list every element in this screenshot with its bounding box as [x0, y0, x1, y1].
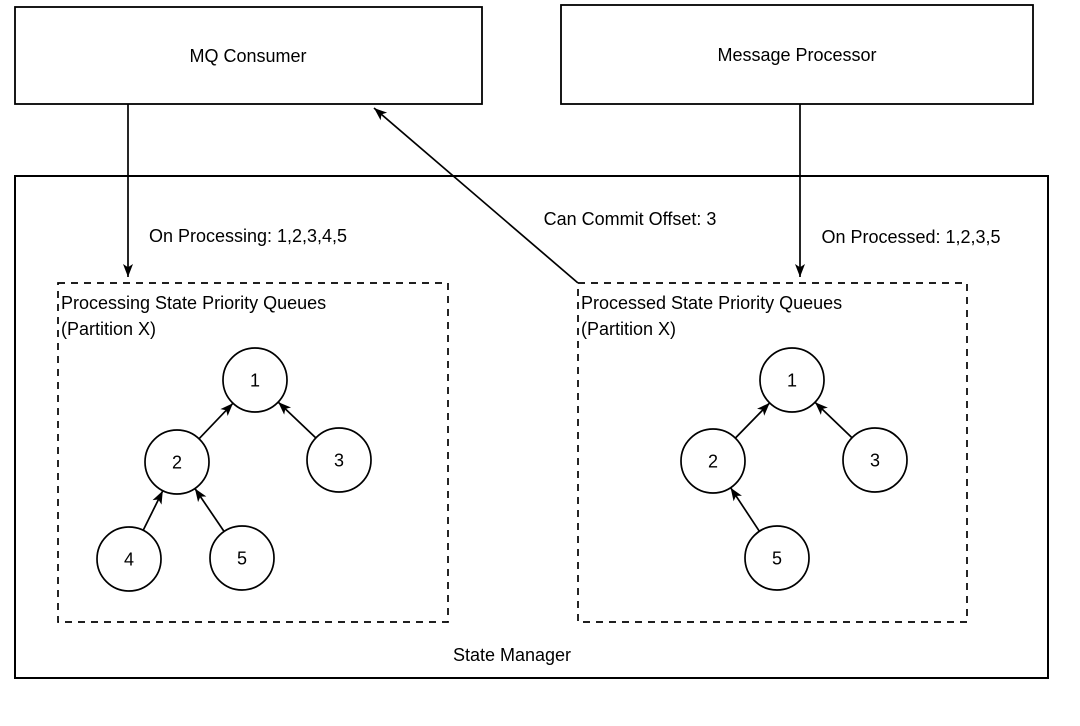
state-manager-box — [14, 175, 1049, 679]
queue-node-label: 2 — [708, 452, 718, 472]
processed-queue-title-line2: (Partition X) — [581, 319, 676, 339]
queue-node — [306, 427, 372, 493]
queue-node — [744, 525, 810, 591]
tree-edge-5-to-2 — [194, 488, 225, 532]
queue-node-label: 2 — [172, 453, 182, 473]
tree-edge-2-to-1 — [198, 402, 234, 440]
processed-queue-title: Processed State Priority Queues (Partiti… — [581, 293, 847, 339]
message-processor-label: Message Processor — [717, 45, 876, 65]
queue-node-label: 5 — [772, 549, 782, 569]
tree-edge-3-to-1 — [277, 401, 317, 439]
on-processed-label: On Processed: 1,2,3,5 — [821, 227, 1000, 247]
tree-edge-2-to-1 — [734, 402, 771, 439]
processing-queue-title: Processing State Priority Queues (Partit… — [61, 293, 331, 339]
tree-edge-4-to-2 — [142, 490, 164, 531]
arrow-processed-queue-to-mq-consumer — [373, 107, 579, 284]
mq-consumer-box — [14, 6, 483, 105]
processing-queue-title-line2: (Partition X) — [61, 319, 156, 339]
processing-queue-title-line1: Processing State Priority Queues — [61, 293, 326, 313]
processing-queue-box — [57, 282, 449, 623]
queue-node — [222, 347, 288, 413]
processed-queue-title-line1: Processed State Priority Queues — [581, 293, 842, 313]
queue-node — [680, 428, 746, 494]
queue-node-label: 5 — [237, 549, 247, 569]
queue-node-label: 3 — [334, 451, 344, 471]
message-processor-box — [560, 4, 1034, 105]
mq-consumer-label: MQ Consumer — [189, 46, 306, 66]
queue-node-label: 3 — [870, 451, 880, 471]
processing-queue-group: Processing State Priority Queues (Partit… — [57, 282, 449, 623]
queue-node-label: 1 — [250, 371, 260, 391]
can-commit-offset-label: Can Commit Offset: 3 — [544, 209, 717, 229]
queue-node — [209, 525, 275, 591]
queue-node — [96, 526, 162, 592]
on-processing-label: On Processing: 1,2,3,4,5 — [149, 226, 347, 246]
queue-node-label: 1 — [787, 371, 797, 391]
processed-queue-group: Processed State Priority Queues (Partiti… — [577, 282, 968, 623]
state-manager-label: State Manager — [453, 645, 571, 665]
tree-edge-3-to-1 — [814, 401, 853, 439]
queue-node — [144, 429, 210, 495]
queue-node — [759, 347, 825, 413]
queue-node-label: 4 — [124, 550, 134, 570]
queue-node — [842, 427, 908, 493]
tree-edge-5-to-2 — [729, 487, 761, 532]
